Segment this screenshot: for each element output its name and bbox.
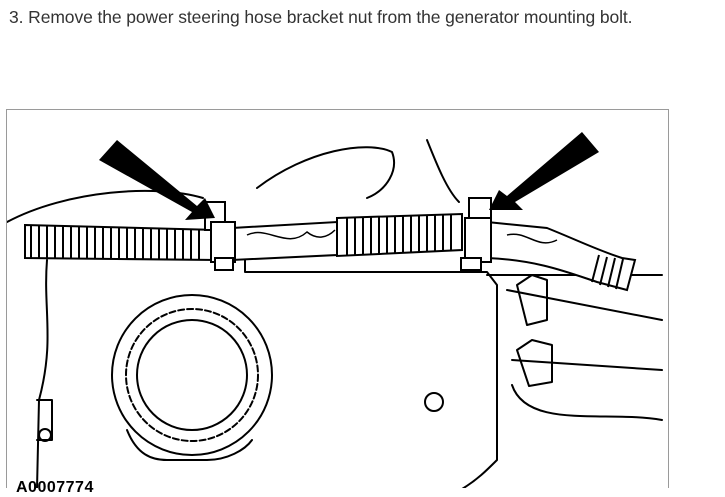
mounting-hole xyxy=(424,392,444,412)
power-steering-hose xyxy=(24,212,637,292)
bracket-nut-right xyxy=(460,197,492,271)
housing-contour xyxy=(256,146,395,199)
pulley-base xyxy=(126,429,253,461)
generator-pulley-teeth xyxy=(125,308,259,442)
step-instruction: 3. Remove the power steering hose bracke… xyxy=(9,7,633,27)
bracket-bolt xyxy=(38,428,52,442)
plate-edge xyxy=(511,384,663,421)
mounting-plate xyxy=(244,259,498,488)
technical-illustration xyxy=(6,109,669,488)
plate-edge xyxy=(511,359,663,371)
arrow-icon xyxy=(99,140,215,220)
housing-edge xyxy=(7,189,204,223)
plate-edge xyxy=(506,289,663,321)
figure-id-label: A0007774 xyxy=(16,479,94,496)
hose-clamp xyxy=(516,339,553,387)
illustration-drawing xyxy=(7,132,663,488)
generator-pulley-inner xyxy=(136,319,248,431)
arrow-icon xyxy=(489,132,599,210)
generator-pulley-outer xyxy=(111,294,273,456)
housing-contour xyxy=(426,139,460,203)
hose-clamp xyxy=(516,274,548,326)
housing-edge xyxy=(36,259,49,488)
